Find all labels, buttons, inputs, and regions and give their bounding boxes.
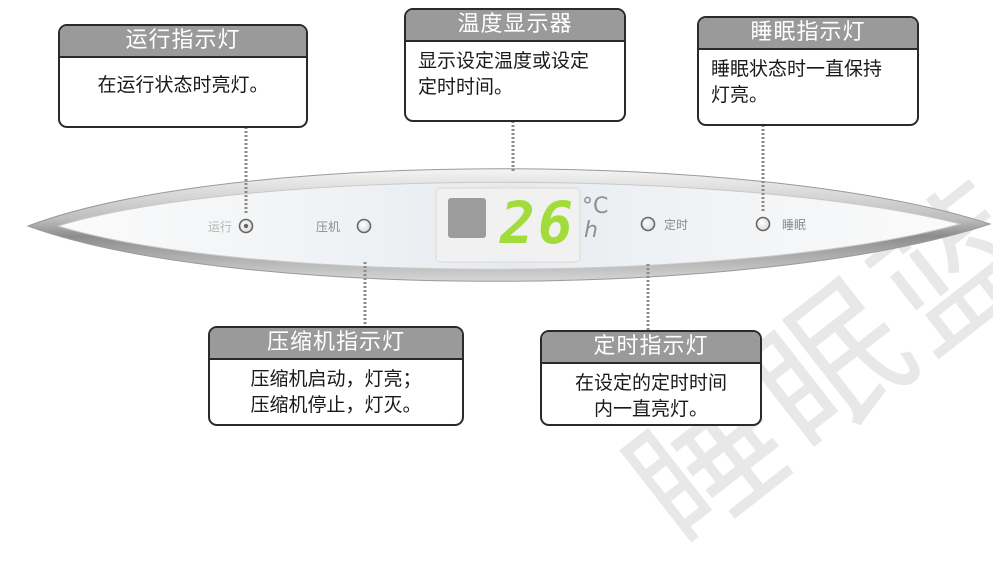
temperature-digit-ones: 6 bbox=[538, 189, 573, 257]
celsius-unit: °C bbox=[582, 194, 609, 219]
temperature-display-description: 显示设定温度或设定 定时时间。 bbox=[418, 50, 590, 98]
timer-led bbox=[640, 216, 656, 232]
sleep-indicator-description: 睡眠状态时一直保持 灯亮。 bbox=[711, 58, 883, 106]
timer-indicator-description: 在设定的定时时间 内一直亮灯。 bbox=[574, 372, 727, 420]
run-indicator-callout: 运行指示灯 在运行状态时亮灯。 bbox=[58, 24, 308, 128]
compressor-indicator-title: 压缩机指示灯 bbox=[210, 328, 462, 360]
temperature-display-title: 温度显示器 bbox=[406, 10, 624, 42]
temperature-digit-tens: 2 bbox=[500, 189, 535, 257]
timer-indicator-title: 定时指示灯 bbox=[542, 332, 760, 364]
compressor-indicator-description: 压缩机启动，灯亮； 压缩机停止，灯灭。 bbox=[250, 368, 422, 416]
sleep-led bbox=[755, 216, 771, 232]
sleep-label: 睡眠 bbox=[782, 218, 807, 232]
temperature-display-callout: 温度显示器 显示设定温度或设定 定时时间。 bbox=[404, 8, 626, 122]
hour-unit: h bbox=[584, 218, 598, 243]
run-indicator-description: 在运行状态时亮灯。 bbox=[97, 74, 269, 96]
run-led-center bbox=[243, 223, 249, 229]
display-indicator-block bbox=[448, 198, 486, 238]
timer-label: 定时 bbox=[664, 218, 689, 232]
timer-indicator-callout: 定时指示灯 在设定的定时时间 内一直亮灯。 bbox=[540, 330, 762, 426]
sleep-indicator-title: 睡眠指示灯 bbox=[699, 18, 917, 50]
leader-lines bbox=[244, 121, 765, 331]
run-indicator-title: 运行指示灯 bbox=[60, 26, 306, 58]
compressor-label: 压机 bbox=[316, 220, 341, 234]
compressor-led bbox=[356, 218, 372, 234]
control-panel-diagram bbox=[26, 121, 992, 331]
run-label: 运行 bbox=[208, 220, 233, 234]
sleep-indicator-callout: 睡眠指示灯 睡眠状态时一直保持 灯亮。 bbox=[697, 16, 919, 126]
compressor-indicator-callout: 压缩机指示灯 压缩机启动，灯亮； 压缩机停止，灯灭。 bbox=[208, 326, 464, 426]
